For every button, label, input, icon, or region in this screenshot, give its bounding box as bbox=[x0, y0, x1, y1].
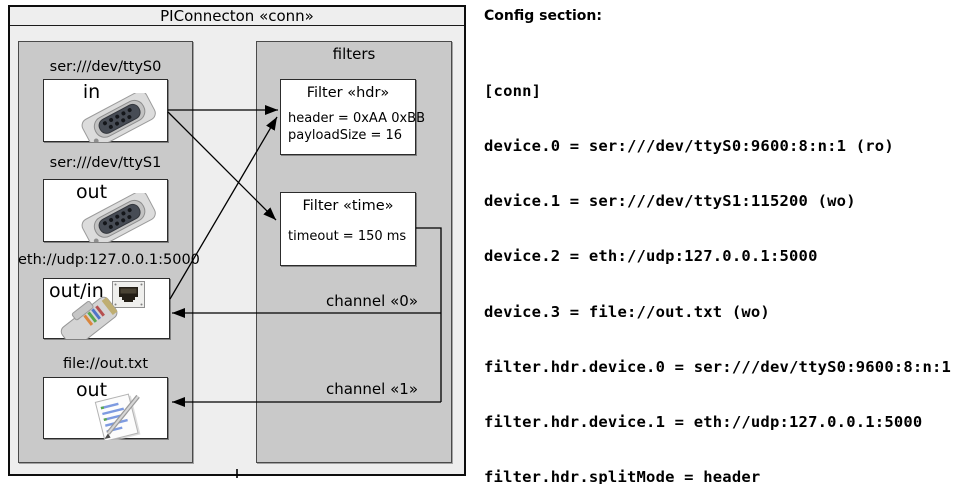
config-line: filter.hdr.splitMode = header bbox=[484, 468, 761, 484]
config-line: device.2 = eth://udp:127.0.0.1:5000 bbox=[484, 247, 818, 266]
filter-hdr-prop-payloadsize: payloadSize = 16 bbox=[288, 128, 403, 143]
filter-box-time: Filter «time» timeout = 150 ms bbox=[280, 192, 416, 266]
notepad-icon bbox=[94, 393, 141, 440]
device-box-ttys1: out bbox=[43, 179, 168, 242]
device-uri-ttys0: ser:///dev/ttyS0 bbox=[49, 59, 162, 75]
filter-time-title: Filter «time» bbox=[302, 198, 394, 214]
config-text-block: [conn] device.0 = ser:///dev/ttyS0:9600:… bbox=[484, 45, 961, 484]
device-port-label: out bbox=[75, 181, 108, 203]
device-box-file: out bbox=[43, 377, 168, 440]
serial-connector-icon bbox=[81, 193, 156, 242]
device-box-ttys0: in bbox=[43, 79, 168, 142]
device-uri-ttys1: ser:///dev/ttyS1 bbox=[49, 155, 162, 171]
config-line: device.0 = ser:///dev/ttyS0:9600:8:n:1 (… bbox=[484, 137, 894, 156]
filter-box-hdr: Filter «hdr» header = 0xAA 0xBB payloadS… bbox=[280, 79, 425, 155]
device-uri-eth: eth://udp:127.0.0.1:5000 bbox=[18, 252, 200, 268]
ethernet-plug-icon bbox=[60, 296, 118, 339]
channel-0-label: channel «0» bbox=[325, 292, 418, 310]
ethernet-port-icon bbox=[112, 281, 145, 308]
filter-hdr-prop-header: header = 0xAA 0xBB bbox=[288, 111, 426, 126]
device-uri-file: file://out.txt bbox=[62, 356, 149, 372]
config-line: [conn] bbox=[484, 81, 542, 100]
filter-time-prop-timeout: timeout = 150 ms bbox=[288, 229, 407, 244]
device-box-eth: out/in bbox=[43, 278, 170, 339]
diagram-title-bar: PIConnecton «conn» bbox=[10, 7, 464, 26]
device-port-label: out bbox=[75, 379, 108, 401]
config-line: device.1 = ser:///dev/ttyS1:115200 (wo) bbox=[484, 192, 856, 211]
diagram-title: PIConnecton «conn» bbox=[160, 7, 314, 25]
filter-hdr-title: Filter «hdr» bbox=[306, 85, 390, 101]
serial-connector-icon bbox=[81, 93, 156, 142]
config-line: filter.hdr.device.1 = eth://udp:127.0.0.… bbox=[484, 413, 923, 432]
filters-group-title: filters bbox=[332, 45, 376, 63]
device-port-label: in bbox=[82, 81, 101, 103]
channel-1-label: channel «1» bbox=[325, 380, 418, 398]
device-port-label: out/in bbox=[49, 280, 104, 302]
config-section-heading: Config section: bbox=[484, 8, 602, 24]
config-line: filter.hdr.device.0 = ser:///dev/ttyS0:9… bbox=[484, 357, 952, 376]
config-line: device.3 = file://out.txt (wo) bbox=[484, 302, 770, 321]
